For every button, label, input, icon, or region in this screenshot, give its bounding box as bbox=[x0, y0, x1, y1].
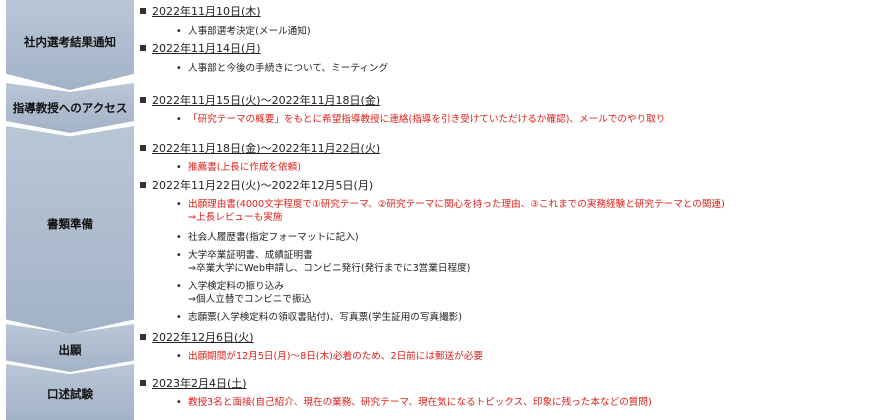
dot-bullet-icon: • bbox=[176, 312, 182, 323]
square-bullet-icon bbox=[140, 97, 146, 103]
stage-label: 書類準備 bbox=[47, 217, 93, 231]
schedule-date: 2023年2月4日(土) bbox=[140, 377, 247, 391]
schedule-detail: •人事部と今後の手続きについて、ミーティング bbox=[176, 63, 389, 74]
schedule-detail: •出願理由書(4000文字程度で①研究テーマ、②研究テーマに関心を持った理由、③… bbox=[176, 199, 725, 223]
stage-label: 口述試験 bbox=[47, 387, 93, 401]
schedule-detail: •人事部選考決定(メール通知) bbox=[176, 26, 311, 37]
dot-bullet-icon: • bbox=[176, 351, 182, 362]
schedule-detail: •社会人履歴書(指定フォーマットに記入) bbox=[176, 232, 359, 243]
schedule-detail: •入学検定料の振り込み ⇒個人立替でコンビニで振込 bbox=[176, 281, 312, 305]
schedule-date: 2022年12月6日(火) bbox=[140, 331, 254, 345]
stage-label: 指導教授へのアクセス bbox=[12, 101, 128, 115]
stage-chevron-1: 社内選考結果通知 bbox=[6, 0, 134, 90]
square-bullet-icon bbox=[140, 380, 146, 386]
schedule-detail: •「研究テーマの概要」をもとに希望指導教授に連絡(指導を引き受けていただけるか確… bbox=[176, 114, 666, 125]
square-bullet-icon bbox=[140, 334, 146, 340]
stage-chevron-3: 書類準備 bbox=[6, 126, 134, 334]
dot-bullet-icon: • bbox=[176, 232, 182, 243]
schedule-detail: •出願期間が12月5日(月)～8日(木)必着のため、2日前には郵送が必要 bbox=[176, 351, 483, 362]
dot-bullet-icon: • bbox=[176, 199, 182, 210]
dot-bullet-icon: • bbox=[176, 281, 182, 292]
dot-bullet-icon: • bbox=[176, 63, 182, 74]
dot-bullet-icon: • bbox=[176, 250, 182, 261]
schedule-detail: •教授3名と面接(自己紹介、現在の業務、研究テーマ、現在気になるトピックス、印象… bbox=[176, 397, 652, 408]
dot-bullet-icon: • bbox=[176, 26, 182, 37]
schedule-detail: •志願票(入学検定料の領収書貼付)、写真票(学生証用の写真撮影) bbox=[176, 312, 463, 323]
dot-bullet-icon: • bbox=[176, 114, 182, 125]
schedule-date: 2022年11月15日(火)～2022年11月18日(金) bbox=[140, 94, 380, 108]
schedule-date: 2022年11月14日(月) bbox=[140, 42, 261, 56]
schedule-detail: •大学卒業証明書、成績証明書 ⇒卒業大学にWeb申請し、コンビニ発行(発行までに… bbox=[176, 250, 471, 274]
schedule-date: 2022年11月18日(金)～2022年11月22日(火) bbox=[140, 142, 380, 156]
square-bullet-icon bbox=[140, 45, 146, 51]
square-bullet-icon bbox=[140, 145, 146, 151]
stage-chevron-5: 口述試験 bbox=[6, 364, 134, 420]
dot-bullet-icon: • bbox=[176, 162, 182, 173]
square-bullet-icon bbox=[140, 8, 146, 14]
schedule-detail: •推薦書(上長に作成を依頼) bbox=[176, 162, 302, 173]
schedule-date: 2022年11月10日(木) bbox=[140, 5, 261, 19]
stage-chevron-2: 指導教授へのアクセス bbox=[6, 83, 134, 133]
square-bullet-icon bbox=[140, 182, 146, 188]
stage-label: 出願 bbox=[58, 343, 82, 357]
dot-bullet-icon: • bbox=[176, 397, 182, 408]
stage-label: 社内選考結果通知 bbox=[24, 35, 116, 49]
schedule-date: 2022年11月22日(火)～2022年12月5日(月) bbox=[140, 179, 373, 193]
